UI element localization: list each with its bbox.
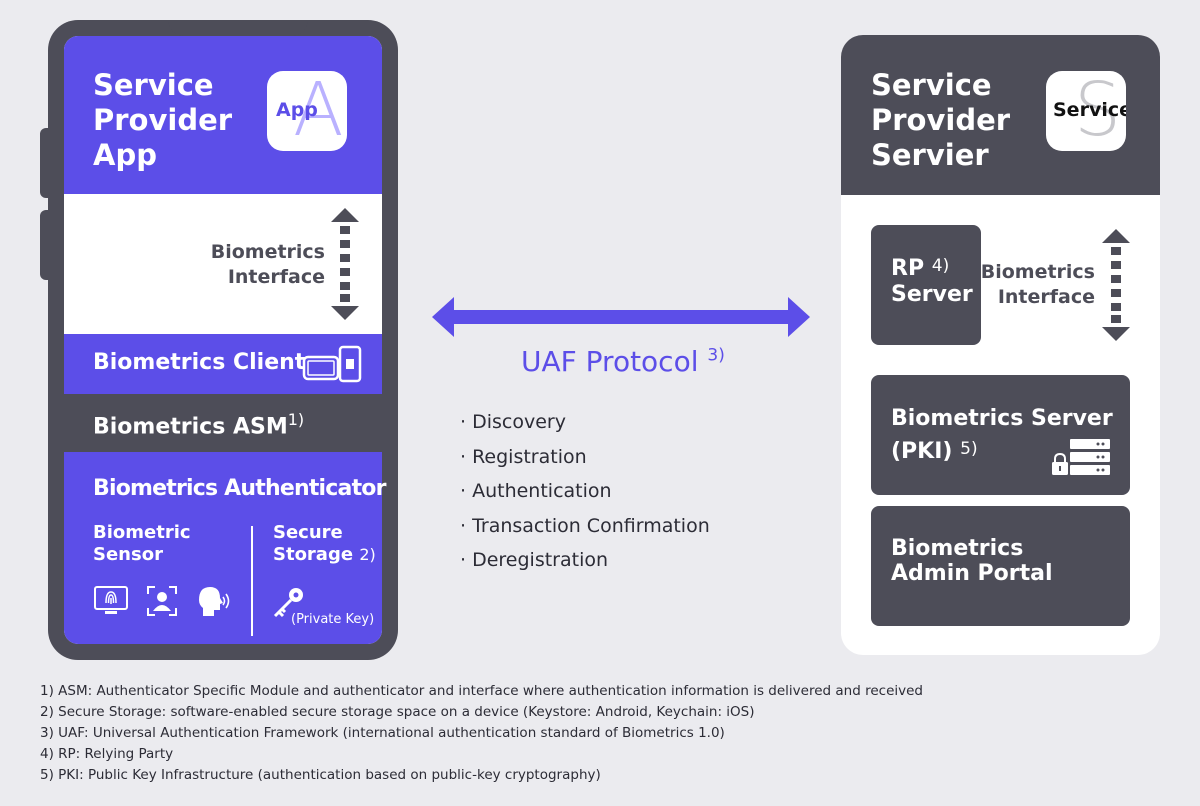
service-icon-label: Service: [1053, 99, 1126, 121]
uaf-footnote-ref: 3): [707, 345, 725, 366]
pki-footnote-ref: 5): [960, 439, 978, 459]
admin-portal-box: [871, 506, 1130, 626]
server-interface-arrow-icon: [1102, 229, 1130, 341]
uaf-protocol-arrow-icon: [432, 297, 810, 337]
app-icon-letter: A: [293, 71, 344, 151]
phone-interface-arrow-icon: [331, 208, 359, 320]
phone-notch: [168, 20, 308, 36]
list-item: · Transaction Confirmation: [460, 514, 710, 537]
biometrics-server-label: Biometrics Server (PKI) 5): [891, 406, 1113, 464]
face-recognition-icon: [147, 586, 177, 616]
footnotes: 1) ASM: Authenticator Specific Module an…: [40, 681, 923, 786]
phone-biometrics-interface-label: Biometrics Interface: [210, 241, 325, 288]
service-provider-server-title: Service Provider Servier: [871, 68, 1011, 172]
list-item: · Registration: [460, 445, 587, 468]
service-icon-letter: S: [1074, 71, 1121, 151]
biometrics-asm-label: Biometrics ASM1): [93, 410, 305, 440]
footnote-1: 1) ASM: Authenticator Specific Module an…: [40, 683, 923, 699]
footnote-5: 5) PKI: Public Key Infrastructure (authe…: [40, 767, 601, 783]
service-provider-app-title: Service Provider App: [93, 68, 233, 172]
list-item: · Authentication: [460, 480, 612, 502]
authenticator-divider: [251, 526, 253, 636]
biometrics-asm-band: [64, 394, 382, 452]
private-key-label: (Private Key): [291, 612, 375, 627]
service-icon: S Service: [1046, 71, 1126, 151]
footnote-4: 4) RP: Relying Party: [40, 746, 174, 762]
devices-icon: [302, 345, 362, 383]
biometric-sensor-label: Biometric Sensor: [93, 522, 191, 565]
rp-server-box: [871, 225, 981, 345]
list-item: · Deregistration: [460, 549, 609, 571]
voice-recognition-icon: [199, 587, 230, 616]
list-item: · Discovery: [460, 411, 566, 433]
asm-footnote-ref: 1): [287, 410, 305, 429]
app-icon: A App: [267, 71, 347, 151]
secure-storage-label: Secure Storage 2): [273, 522, 376, 565]
fingerprint-monitor-icon: [94, 586, 128, 614]
key-icon: [273, 588, 303, 618]
app-icon-label: App: [276, 99, 318, 121]
footnote-3: 3) UAF: Universal Authentication Framewo…: [40, 725, 725, 741]
rp-footnote-ref: 4): [931, 256, 950, 276]
protocol-operations-list: · Discovery · Registration · Authenticat…: [460, 405, 710, 578]
server-biometrics-interface-label: Biometrics Interface: [980, 261, 1095, 308]
rp-server-label: RP 4) Server: [891, 256, 973, 307]
biometrics-client-band: [64, 334, 382, 394]
footnote-2: 2) Secure Storage: software-enabled secu…: [40, 704, 755, 720]
storage-footnote-ref: 2): [359, 545, 376, 564]
biometrics-authenticator-label: Biometrics Authenticator: [93, 476, 386, 501]
uaf-protocol-label: UAF Protocol 3): [521, 345, 725, 378]
secure-server-rack-icon: [1052, 439, 1110, 475]
biometrics-client-label: Biometrics Client: [93, 350, 306, 375]
admin-portal-label: Biometrics Admin Portal: [891, 536, 1053, 586]
